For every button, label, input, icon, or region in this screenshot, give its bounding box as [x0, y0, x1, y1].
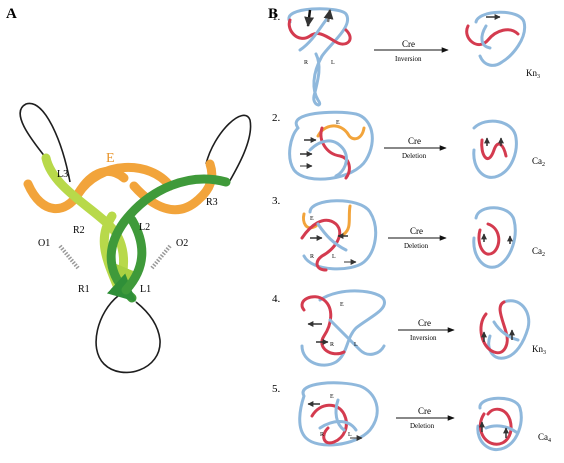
label-r2: R2	[73, 225, 85, 236]
bottom-loop	[95, 295, 161, 374]
svg-text:R: R	[304, 60, 308, 66]
step-5-enzyme: Cre	[418, 406, 431, 416]
step-1-enzyme: Cre	[402, 39, 415, 49]
svg-text:R: R	[320, 432, 324, 438]
step-5-product	[476, 396, 523, 451]
step-2-number: 2.	[272, 112, 281, 124]
step-3-product	[472, 206, 517, 269]
panel-a-letter: A	[6, 6, 17, 22]
step-2-product-label: Ca2	[532, 156, 545, 168]
svg-text:E: E	[330, 394, 334, 400]
o2-hash	[150, 244, 172, 270]
step-2-process: Deletion	[402, 152, 427, 160]
e-label: E	[106, 151, 115, 166]
svg-text:E: E	[310, 216, 314, 222]
step-3-product-label: Ca2	[532, 246, 545, 258]
step-4-substrate: E R L	[300, 289, 386, 367]
svg-text:L: L	[331, 60, 335, 66]
svg-text:L: L	[332, 254, 336, 260]
step-1-product-label: Kn3	[526, 68, 540, 80]
step-2-product	[472, 119, 518, 179]
label-r3: R3	[206, 197, 218, 208]
right-loop	[205, 114, 252, 185]
panel-b-letter: B	[268, 6, 278, 22]
svg-text:R: R	[330, 342, 334, 348]
step-3-process: Deletion	[404, 242, 429, 250]
step-4-product-label: Kn3	[532, 344, 546, 356]
label-l3: L3	[57, 169, 68, 180]
svg-text:L: L	[354, 342, 358, 348]
step-5-number: 5.	[272, 383, 281, 395]
step-3: 3. E R L Cre Deletion Ca2	[272, 195, 545, 272]
step-1-number: 1.	[272, 11, 281, 23]
label-l2: L2	[139, 222, 150, 233]
step-1-process: Inversion	[395, 55, 422, 63]
step-3-number: 3.	[272, 195, 281, 207]
panel-a-diagram	[19, 102, 252, 374]
step-4: 4. E R L Cre Inversion Kn3	[272, 289, 546, 367]
dark-green-strand	[106, 174, 231, 303]
step-5: 5. E R L Cre Deletion Ca4	[272, 381, 551, 451]
label-r1: R1	[78, 284, 90, 295]
step-2-enzyme: Cre	[408, 136, 421, 146]
label-o2: O2	[176, 238, 188, 249]
orange-strand-top	[73, 163, 175, 199]
step-5-process: Deletion	[410, 422, 435, 430]
step-5-substrate: E R L	[298, 381, 379, 447]
step-1-substrate: R L	[287, 7, 352, 107]
step-4-product	[479, 299, 531, 360]
step-5-product-label: Ca4	[538, 432, 551, 444]
svg-text:E: E	[336, 120, 340, 126]
step-3-substrate: E R L	[300, 199, 378, 272]
step-4-number: 4.	[272, 293, 281, 305]
label-l1: L1	[140, 284, 151, 295]
step-1: 1. R L Cre Inversion Kn3	[272, 7, 540, 107]
svg-text:R: R	[310, 254, 314, 260]
dark-green-strand-b	[121, 215, 147, 295]
step-1-product	[465, 10, 527, 67]
step-2: 2. E Cre Deletion Ca2	[272, 110, 545, 181]
step-4-process: Inversion	[410, 334, 437, 342]
o1-hash	[58, 244, 80, 270]
step-2-substrate: E	[288, 110, 374, 181]
svg-text:L: L	[348, 432, 352, 438]
step-3-enzyme: Cre	[410, 226, 423, 236]
left-loop	[19, 102, 71, 183]
step-4-enzyme: Cre	[418, 318, 431, 328]
svg-text:E: E	[340, 302, 344, 308]
label-o1: O1	[38, 238, 50, 249]
